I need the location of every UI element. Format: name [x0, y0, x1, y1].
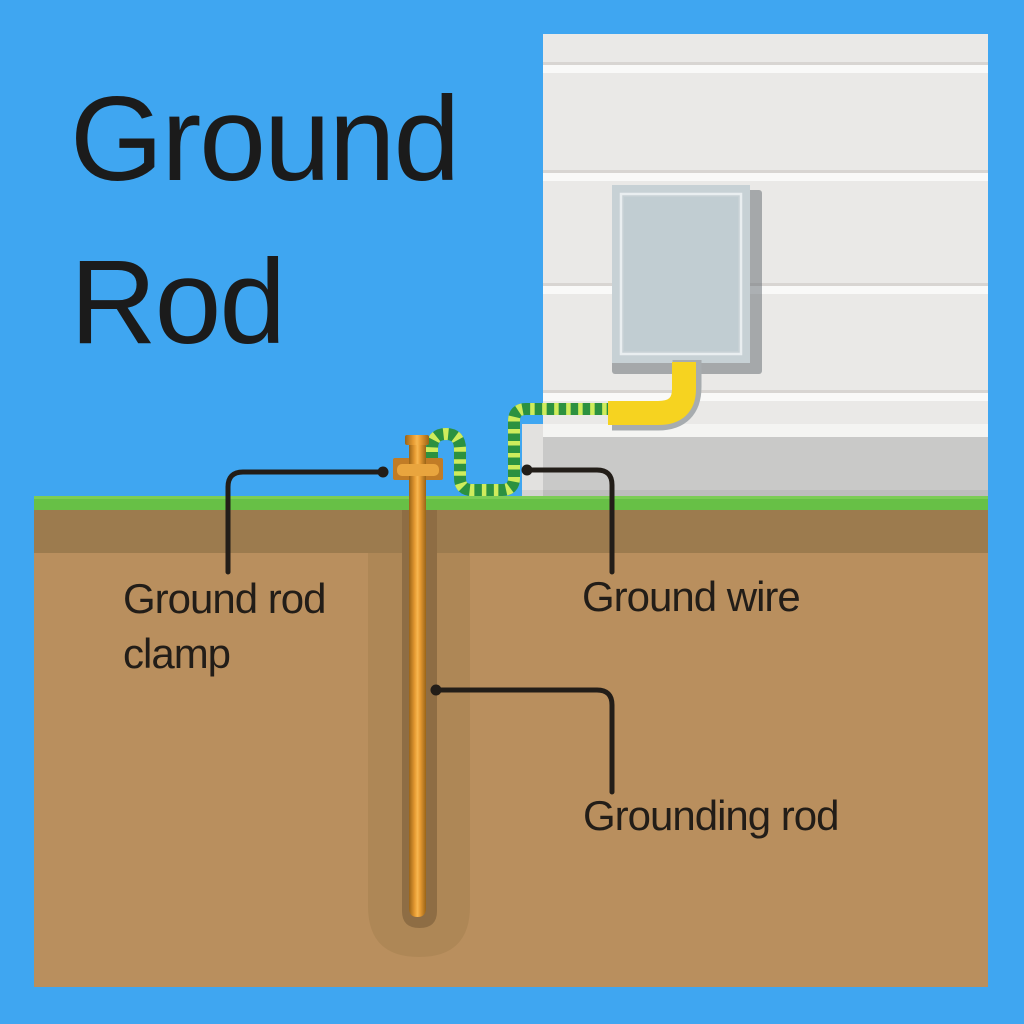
label-grounding-rod: Grounding rod: [583, 792, 840, 839]
wall-base-trim: [543, 424, 988, 437]
clamp-crossbar: [397, 464, 439, 476]
leader-dot-rod: [430, 684, 442, 696]
wall-siding: [543, 34, 988, 424]
electrical-panel: [612, 185, 762, 374]
grounding-rod-assembly: [393, 435, 443, 917]
label-ground-wire: Ground wire: [582, 573, 801, 620]
ground-wire-stripes: [426, 403, 611, 496]
title-line-2: Rod: [70, 235, 286, 369]
siding-groove: [543, 170, 988, 181]
panel-door: [624, 197, 738, 351]
leader-line-wire: [521, 464, 615, 575]
siding-groove: [543, 283, 988, 294]
ground-wire: [426, 403, 617, 496]
foundation-step: [522, 424, 543, 497]
panel-door-highlight: [619, 192, 743, 356]
leader-line-clamp: [225, 466, 389, 575]
leader-dot-clamp: [377, 466, 389, 478]
grass: [34, 496, 988, 510]
rod-top-cap: [405, 435, 429, 445]
siding-groove: [543, 390, 988, 401]
siding-groove: [543, 62, 988, 73]
leader-line-rod: [430, 684, 615, 795]
foundation-shadow: [522, 490, 988, 497]
conduit: [608, 360, 702, 431]
leader-dot-wire: [521, 464, 533, 476]
grass-highlight: [34, 496, 988, 499]
conduit-pipe: [608, 362, 696, 425]
grounding-rod: [409, 444, 426, 917]
title-line-1: Ground: [70, 72, 460, 206]
soil: [34, 553, 988, 987]
topsoil-layer: [34, 510, 988, 553]
foundation: [543, 437, 988, 497]
